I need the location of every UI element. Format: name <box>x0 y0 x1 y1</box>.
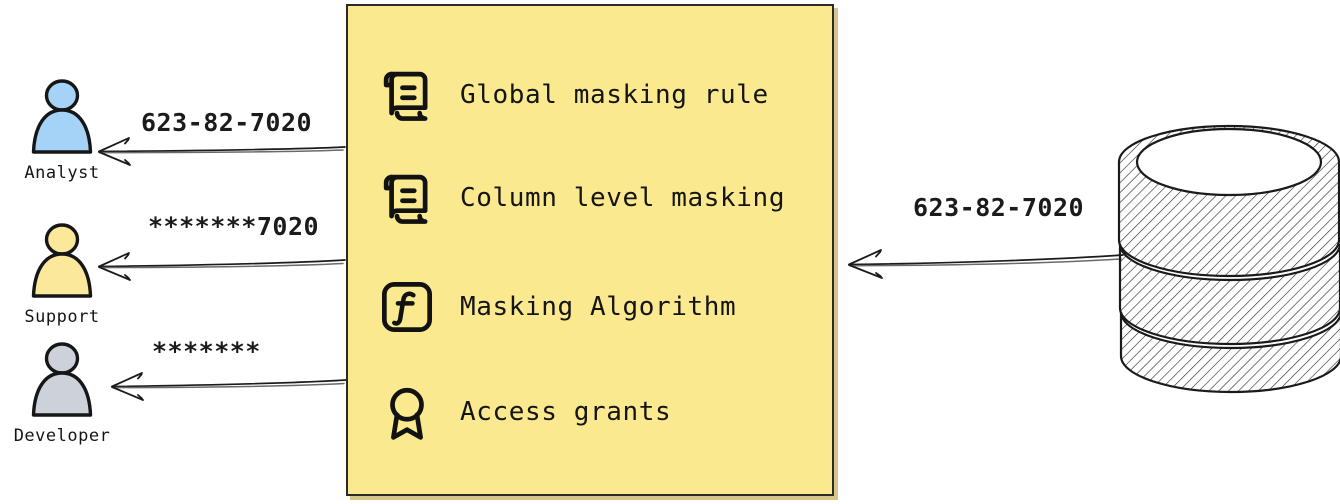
award-icon <box>390 387 424 440</box>
policy-row-label: Access grants <box>460 397 672 427</box>
person-icon <box>31 223 93 298</box>
arrow-to-analyst <box>98 137 346 166</box>
flow-label-to-support: *******7020 <box>148 212 320 241</box>
flow-label-to-analyst: 623-82-7020 <box>141 108 313 137</box>
person-icon <box>31 342 93 417</box>
flow-label-to-developer: ******* <box>152 337 261 366</box>
actor-analyst: Analyst <box>2 78 122 182</box>
policy-row-access-grants[interactable]: Access grants <box>378 383 671 441</box>
actor-support: Support <box>2 222 122 326</box>
arrow-to-developer <box>111 372 347 401</box>
policy-row-label: Masking Algorithm <box>460 292 737 322</box>
policy-row-label: Global masking rule <box>460 80 769 110</box>
policy-row-label: Column level masking <box>460 183 786 213</box>
policy-row-global-masking-rule[interactable]: Global masking rule <box>378 66 769 124</box>
arrow-to-support <box>98 252 346 281</box>
actor-developer: Developer <box>2 341 122 445</box>
policy-card: Global masking rule Column level masking… <box>346 4 834 496</box>
policy-row-masking-algorithm[interactable]: Masking Algorithm <box>378 278 736 336</box>
actor-label: Analyst <box>24 163 100 183</box>
actor-label: Support <box>24 307 100 327</box>
flow-label-db-to-card: 623-82-7020 <box>913 193 1085 222</box>
scroll-icon <box>383 71 428 121</box>
arrow-db-to-card <box>848 249 1124 279</box>
person-icon <box>31 79 93 154</box>
scroll-icon <box>383 174 428 224</box>
policy-row-column-level-masking[interactable]: Column level masking <box>378 169 785 227</box>
actor-label: Developer <box>13 426 111 446</box>
database-cylinder-icon <box>1117 124 1340 394</box>
function-icon <box>381 281 433 333</box>
